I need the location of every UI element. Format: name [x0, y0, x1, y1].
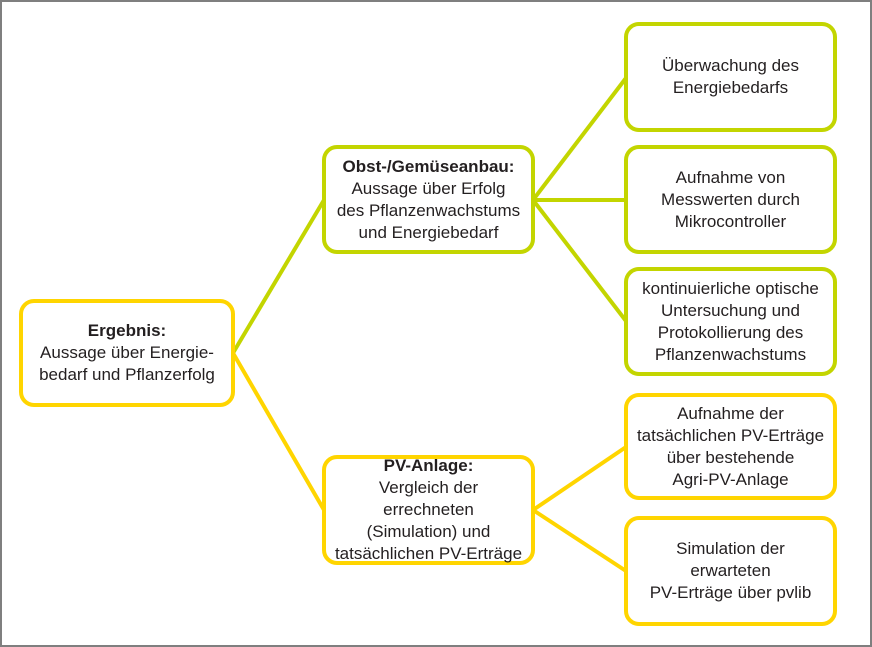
node-messwerte-mikrocontroller: Aufnahme von Messwerten durch Mikrocontr… [624, 145, 837, 254]
node-body: Vergleich der errechneten (Simulation) u… [334, 478, 523, 563]
connector-root-pv [231, 351, 326, 512]
connector-pv-simulation [531, 508, 628, 573]
node-body: Überwachung des Energiebedarfs [661, 56, 800, 97]
node-body: Aufnahme der tatsächlichen PV-Erträge üb… [636, 403, 825, 489]
node-body: Aussage über Energie- bedarf und Pflanze… [39, 343, 215, 384]
node-title: PV-Anlage: [383, 456, 474, 475]
connector-obst-monitoring [531, 76, 628, 202]
node-body: kontinuierliche optische Untersuchung un… [642, 278, 819, 364]
node-body: Simulation der erwarteten PV-Erträge übe… [649, 539, 812, 602]
connector-obst-optical [531, 198, 628, 323]
node-obst-gemueseanbau: Obst-/Gemüseanbau: Aussage über Erfolg d… [322, 145, 535, 254]
node-body: Aussage über Erfolg des Pflanzenwachstum… [336, 178, 521, 242]
node-aufnahme-pv-ertraege: Aufnahme der tatsächlichen PV-Erträge üb… [624, 393, 837, 500]
node-ueberwachung-energiebedarf: Überwachung des Energiebedarfs [624, 22, 837, 132]
node-body: Aufnahme von Messwerten durch Mikrocontr… [661, 167, 800, 231]
node-ergebnis: Ergebnis: Aussage über Energie- bedarf u… [19, 299, 235, 407]
node-title: Obst-/Gemüseanbau: [342, 156, 515, 176]
node-pv-anlage: PV-Anlage: Vergleich der errechneten (Si… [322, 455, 535, 565]
connector-pv-actual-yield [531, 445, 628, 512]
node-simulation-pvlib: Simulation der erwarteten PV-Erträge übe… [624, 516, 837, 626]
node-optische-untersuchung: kontinuierliche optische Untersuchung un… [624, 267, 837, 376]
connector-root-obst [231, 198, 326, 355]
node-title: Ergebnis: [87, 321, 167, 340]
